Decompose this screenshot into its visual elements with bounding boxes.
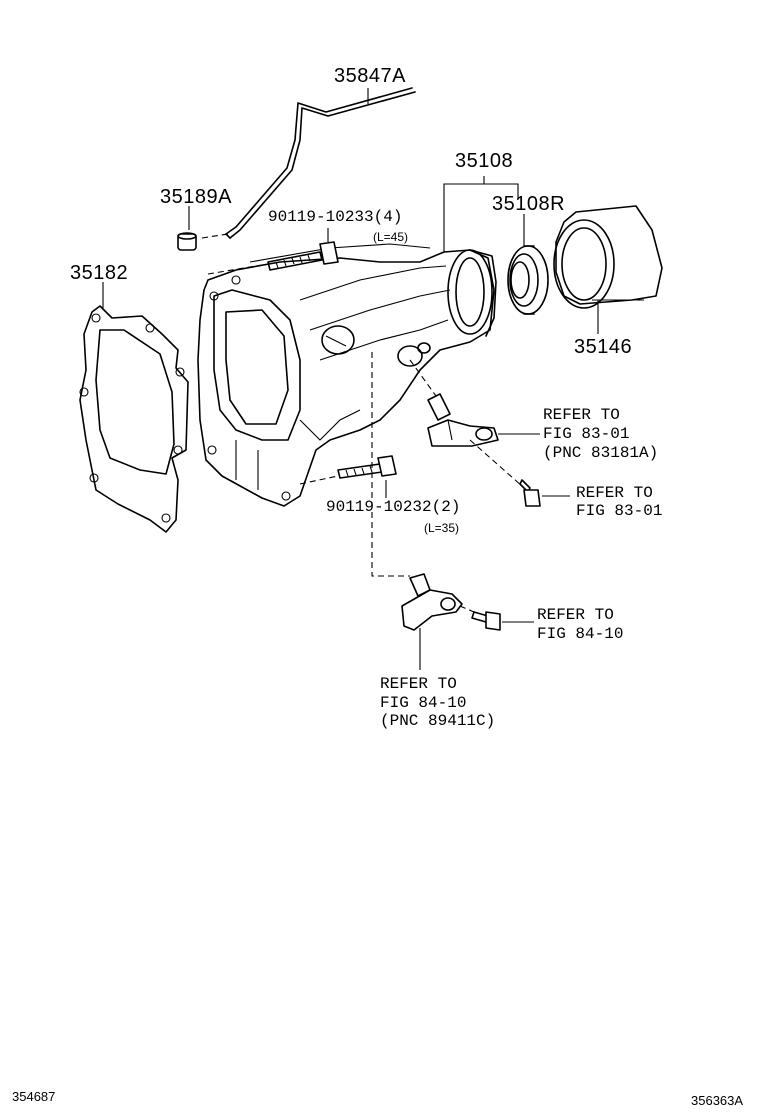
footer-right-code: 356363A <box>691 1093 744 1108</box>
ref4-line3: (PNC 89411C) <box>380 712 496 730</box>
bolt-upper <box>267 241 339 271</box>
ref3-line1: REFER TO <box>537 606 614 624</box>
plug-35189A <box>177 232 197 251</box>
dash-bolt-lower <box>299 475 339 485</box>
dash-plug <box>201 233 229 239</box>
oil-seal-35108R <box>507 245 549 315</box>
bolt-label-lower: 90119-10232(2) <box>326 498 461 516</box>
part-label-35146: 35146 <box>574 336 633 358</box>
extension-housing-35108 <box>197 243 497 507</box>
speed-sensor-upper <box>427 393 499 447</box>
dash-bolt-ref2 <box>469 439 523 487</box>
bolt-label-upper: 90119-10233(4) <box>268 208 403 226</box>
dash-sensor1 <box>409 359 437 397</box>
bolt-length-lower: (L=35) <box>424 521 460 535</box>
ref1-line2: FIG 83-01 <box>543 425 630 443</box>
part-label-35108: 35108 <box>455 150 514 172</box>
boot-35146 <box>553 205 663 309</box>
dash-bolt-ref3 <box>459 605 475 613</box>
footer-left-code: 354687 <box>12 1089 56 1104</box>
gasket-35182 <box>79 305 189 533</box>
ref1-line3: (PNC 83181A) <box>543 444 659 462</box>
ref3-line2: FIG 84-10 <box>537 625 624 643</box>
ref4-line2: FIG 84-10 <box>380 694 467 712</box>
ref2-line2: FIG 83-01 <box>576 502 663 520</box>
ref1-line1: REFER TO <box>543 406 620 424</box>
part-label-35847A: 35847A <box>334 65 406 87</box>
part-label-35108R: 35108R <box>492 193 566 215</box>
bolt-ref2 <box>519 479 541 507</box>
bolt-length-upper: (L=45) <box>373 230 409 244</box>
part-label-35182: 35182 <box>70 262 129 284</box>
bolt-lower <box>337 455 397 479</box>
bolt-ref3 <box>471 611 501 631</box>
leader-35108 <box>443 183 519 252</box>
dash-sensor2 <box>371 352 410 577</box>
ref4-line1: REFER TO <box>380 675 457 693</box>
part-label-35189A: 35189A <box>160 186 232 208</box>
speed-sensor-lower <box>401 573 463 631</box>
dash-bolt-upper <box>207 263 269 275</box>
ref2-line1: REFER TO <box>576 484 653 502</box>
